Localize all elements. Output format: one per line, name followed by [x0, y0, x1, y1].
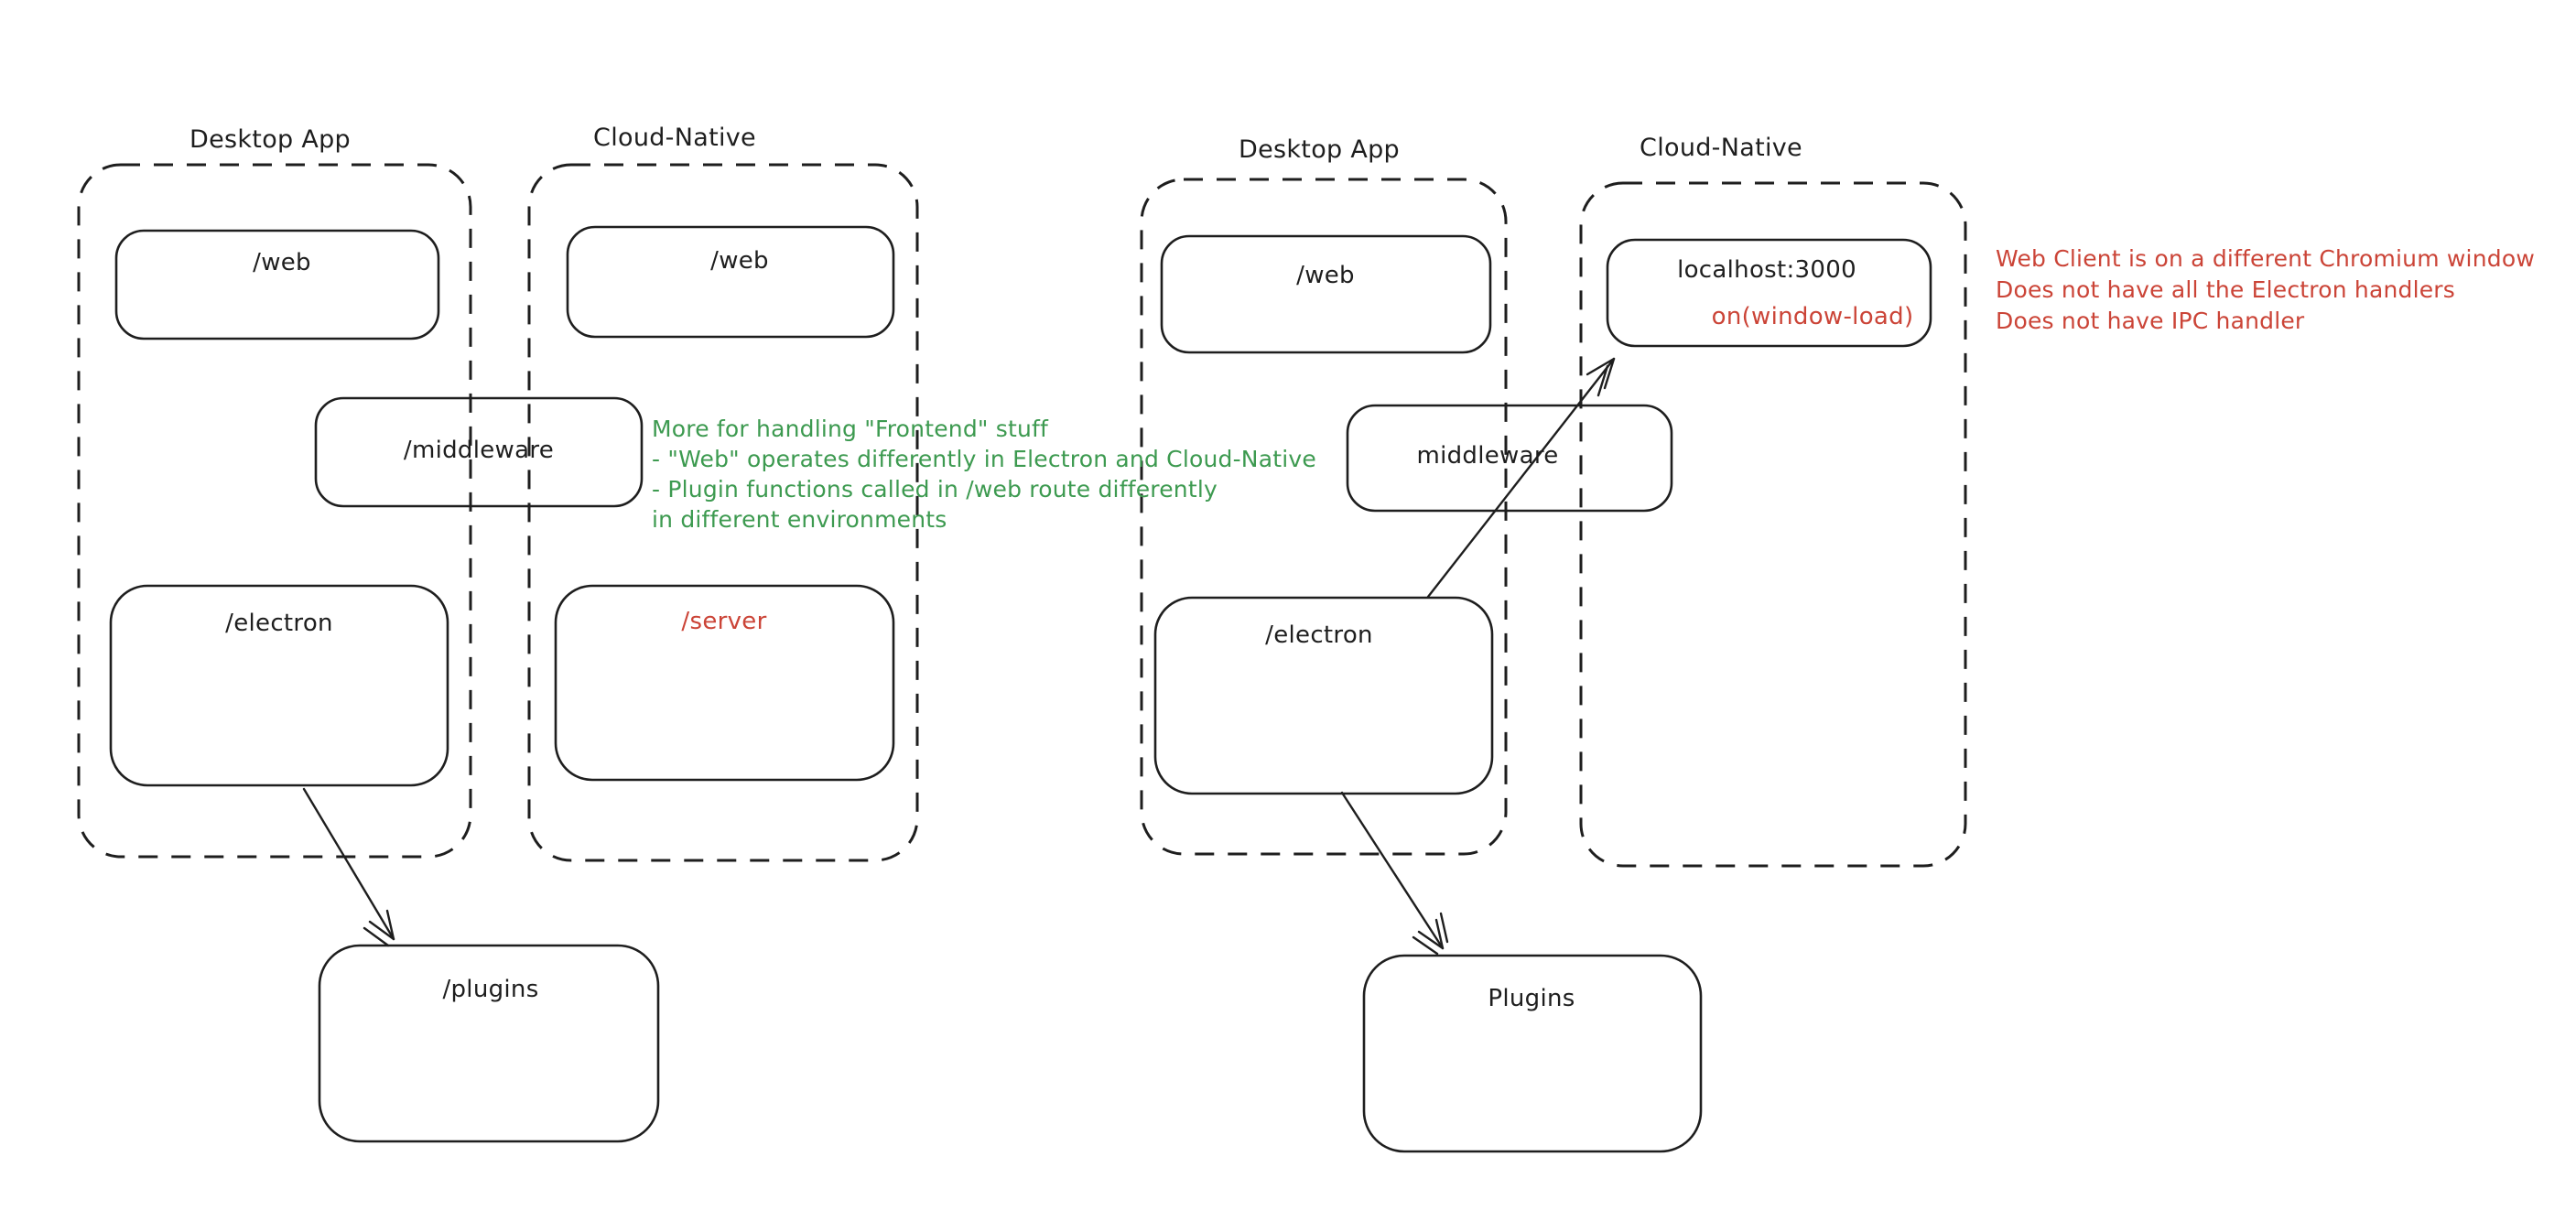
- left-cloud-native-label: Cloud-Native: [593, 124, 756, 152]
- green-note-line: in different environments: [652, 506, 947, 533]
- right-desktop-app-label: Desktop App: [1239, 135, 1400, 164]
- green-note-line: - Plugin functions called in /web route …: [652, 476, 1218, 503]
- left-server-box: [554, 584, 895, 782]
- green-note: More for handling "Frontend" stuff - "We…: [652, 414, 1316, 535]
- left-electron-label: /electron: [225, 610, 333, 637]
- red-note: Web Client is on a different Chromium wi…: [1996, 243, 2535, 337]
- right-localhost-label: localhost:3000: [1677, 256, 1856, 284]
- right-localhost-event-label: on(window-load): [1711, 303, 1914, 330]
- left-web-desktop-box: [114, 229, 440, 340]
- left-web-desktop-label: /web: [253, 249, 311, 276]
- right-plugins-box: [1362, 954, 1703, 1153]
- right-electron-label: /electron: [1265, 621, 1373, 649]
- right-web-box: [1160, 234, 1492, 354]
- arrow-electron-to-localhost: [1426, 357, 1616, 599]
- right-plugins-label: Plugins: [1488, 985, 1575, 1012]
- right-middleware-box: [1346, 404, 1673, 513]
- right-web-label: /web: [1296, 262, 1355, 289]
- right-cloud-native-container: [1579, 181, 1967, 868]
- red-note-line: Does not have IPC handler: [1996, 308, 2305, 334]
- right-desktop-app-container: [1140, 178, 1508, 856]
- left-web-cloud-label: /web: [710, 247, 769, 275]
- green-note-line: More for handling "Frontend" stuff: [652, 416, 1049, 442]
- arrow-electron-to-plugins-right: [1340, 791, 1449, 956]
- left-plugins-label: /plugins: [442, 976, 539, 1003]
- right-middleware-label: middleware: [1416, 442, 1559, 470]
- left-plugins-box: [318, 944, 660, 1143]
- right-electron-box: [1153, 596, 1494, 795]
- left-cloud-native-container: [527, 163, 919, 862]
- right-localhost-box: [1606, 238, 1932, 348]
- left-desktop-app-label: Desktop App: [189, 125, 351, 154]
- arrow-electron-to-plugins-left: [302, 787, 395, 947]
- red-note-line: Does not have all the Electron handlers: [1996, 276, 2456, 303]
- green-note-line: - "Web" operates differently in Electron…: [652, 446, 1316, 472]
- left-web-cloud-box: [566, 225, 895, 339]
- left-electron-box: [109, 584, 449, 787]
- left-middleware-label: /middleware: [403, 437, 555, 464]
- red-note-line: Web Client is on a different Chromium wi…: [1996, 245, 2535, 272]
- right-cloud-native-label: Cloud-Native: [1640, 134, 1802, 162]
- left-middleware-box: [314, 396, 644, 508]
- left-server-label: /server: [681, 608, 767, 635]
- left-desktop-app-container: [77, 163, 472, 859]
